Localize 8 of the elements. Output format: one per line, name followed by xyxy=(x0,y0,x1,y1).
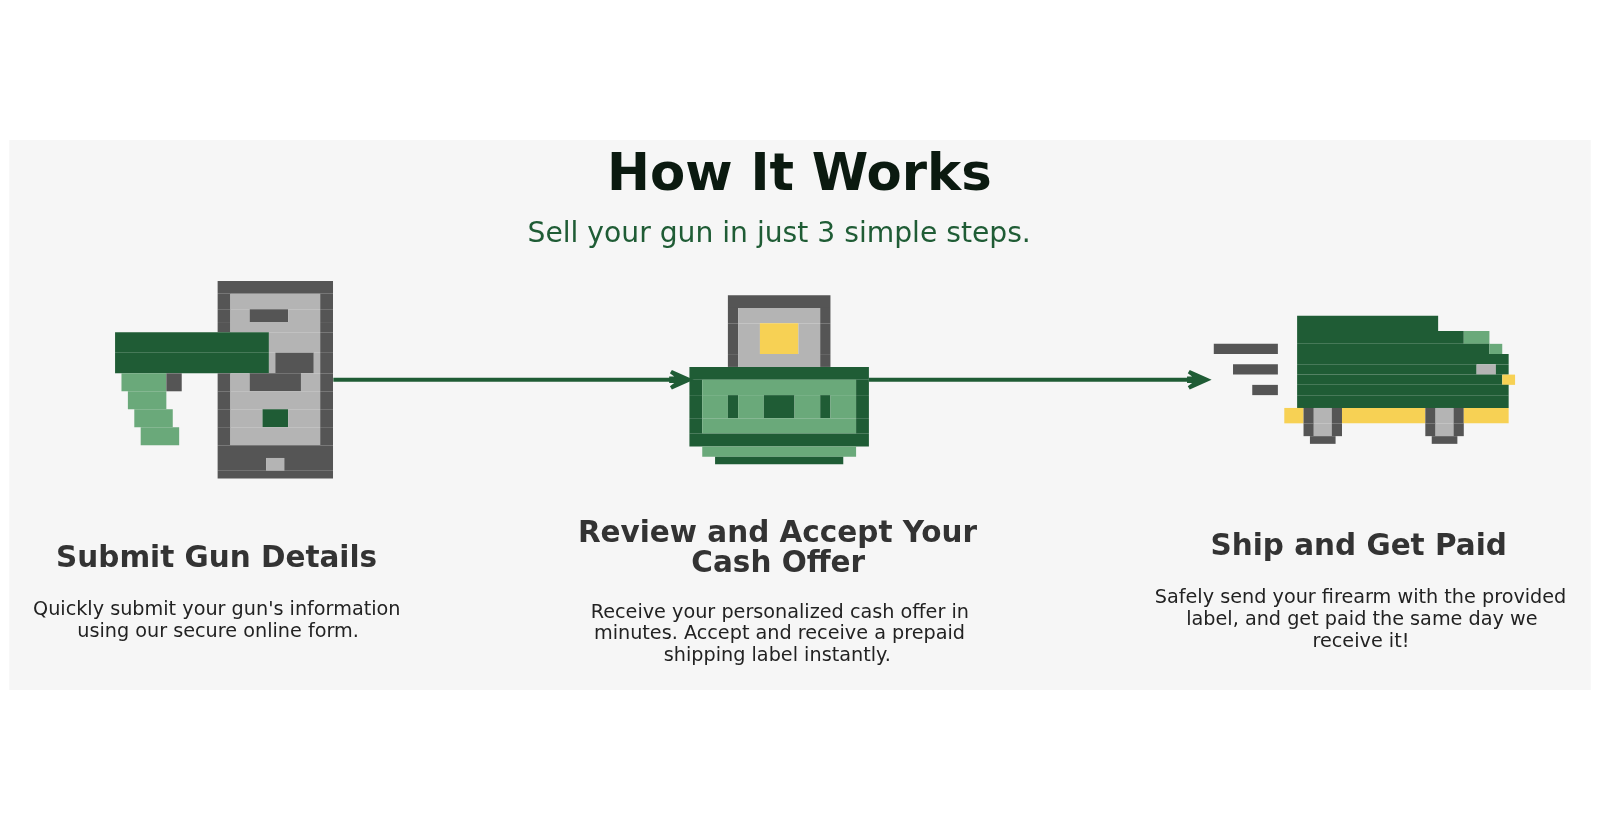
label: Sell your gun in just 3 simple steps. xyxy=(527,215,1031,249)
node-label: Review and Accept Your Cash Offer xyxy=(577,514,978,579)
node-label: Submit Gun Details xyxy=(56,539,378,574)
node-label: Quickly submit your gun's information using our secure online form. xyxy=(33,596,401,642)
diagram-title: How It Works xyxy=(607,141,992,202)
node-label: Receive your personalized cash offer in minutes. Accept and receive a prepaid shipping label instantly. xyxy=(590,599,969,666)
node-label: Ship and Get Paid xyxy=(1210,527,1507,562)
node-label: Safely send your firearm with the provided label, and get paid the same day we receive it! xyxy=(1154,584,1567,652)
